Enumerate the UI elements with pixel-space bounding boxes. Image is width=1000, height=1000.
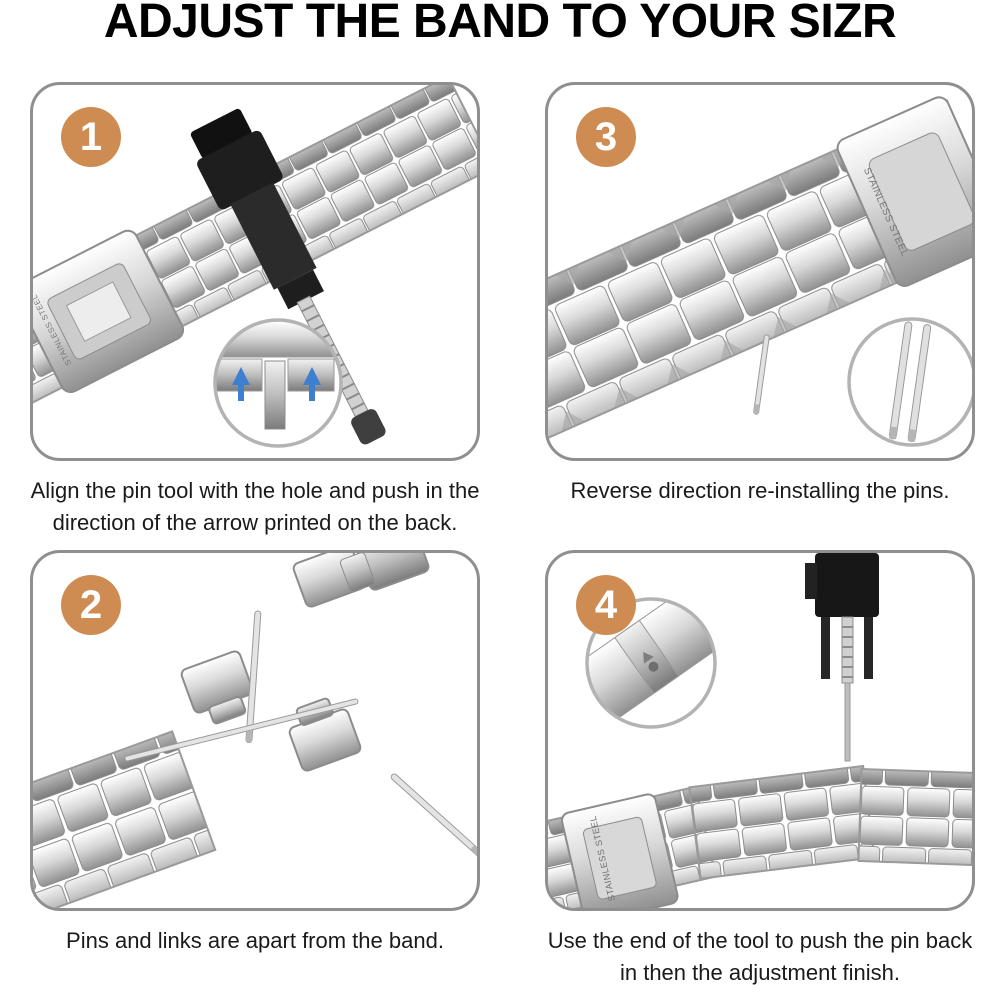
band-clasp: STAINLESS STEEL	[560, 793, 679, 908]
band-end	[33, 730, 217, 908]
step-caption: Pins and links are apart from the band.	[66, 928, 444, 953]
link-pin	[124, 698, 359, 762]
pin-push-tool	[805, 553, 879, 762]
step-4-cell: STAINLESS STEEL	[545, 550, 975, 989]
step-1-cell: STAINLESS STEEL	[30, 82, 480, 539]
step-2-cell: 2 Pins and links are apart from the band…	[30, 550, 480, 957]
step-caption: Align the pin tool with the hole and pus…	[30, 478, 480, 535]
step-caption: Use the end of the tool to push the pin …	[547, 928, 973, 985]
panel-step-4: STAINLESS STEEL	[545, 550, 975, 911]
step-number: 1	[79, 114, 103, 159]
step-number-badge: 4	[576, 575, 636, 635]
band-clasp: STAINLESS STEEL	[836, 96, 972, 287]
band-tool-illustration: STAINLESS STEEL	[33, 85, 477, 448]
band-pins-illustration: STAINLESS STEEL	[548, 96, 972, 458]
page-title: ADJUST THE BAND TO YOUR SIZR	[103, 0, 897, 48]
watch-band: STAINLESS STEEL	[548, 96, 972, 458]
loose-link	[180, 650, 254, 725]
panel-step-1: STAINLESS STEEL	[30, 82, 480, 461]
step-number: 4	[594, 582, 618, 627]
push-direction-arrows	[232, 367, 321, 401]
step-number-badge: 1	[61, 107, 121, 167]
panel-step-2: 2	[30, 550, 480, 911]
watch-band: STAINLESS STEEL	[33, 85, 477, 445]
step-number: 3	[594, 114, 618, 159]
link-cluster	[292, 553, 430, 608]
loose-links-illustration	[33, 553, 477, 908]
step-number-badge: 2	[61, 575, 121, 635]
link-pin	[245, 610, 262, 744]
link-pin	[390, 773, 477, 857]
magnifier-detail	[847, 317, 972, 447]
panel-step-3: STAINLESS STEEL	[545, 82, 975, 461]
direction-arrow-engraving	[643, 651, 654, 664]
step-number-badge: 3	[576, 107, 636, 167]
watch-band: STAINLESS STEEL	[548, 764, 972, 908]
removed-pin	[753, 334, 770, 415]
step-number: 2	[79, 582, 103, 627]
spring-pins	[888, 321, 932, 443]
step-caption: Reverse direction re-installing the pins…	[570, 478, 950, 503]
step-3-cell: STAINLESS STEEL	[545, 82, 975, 507]
